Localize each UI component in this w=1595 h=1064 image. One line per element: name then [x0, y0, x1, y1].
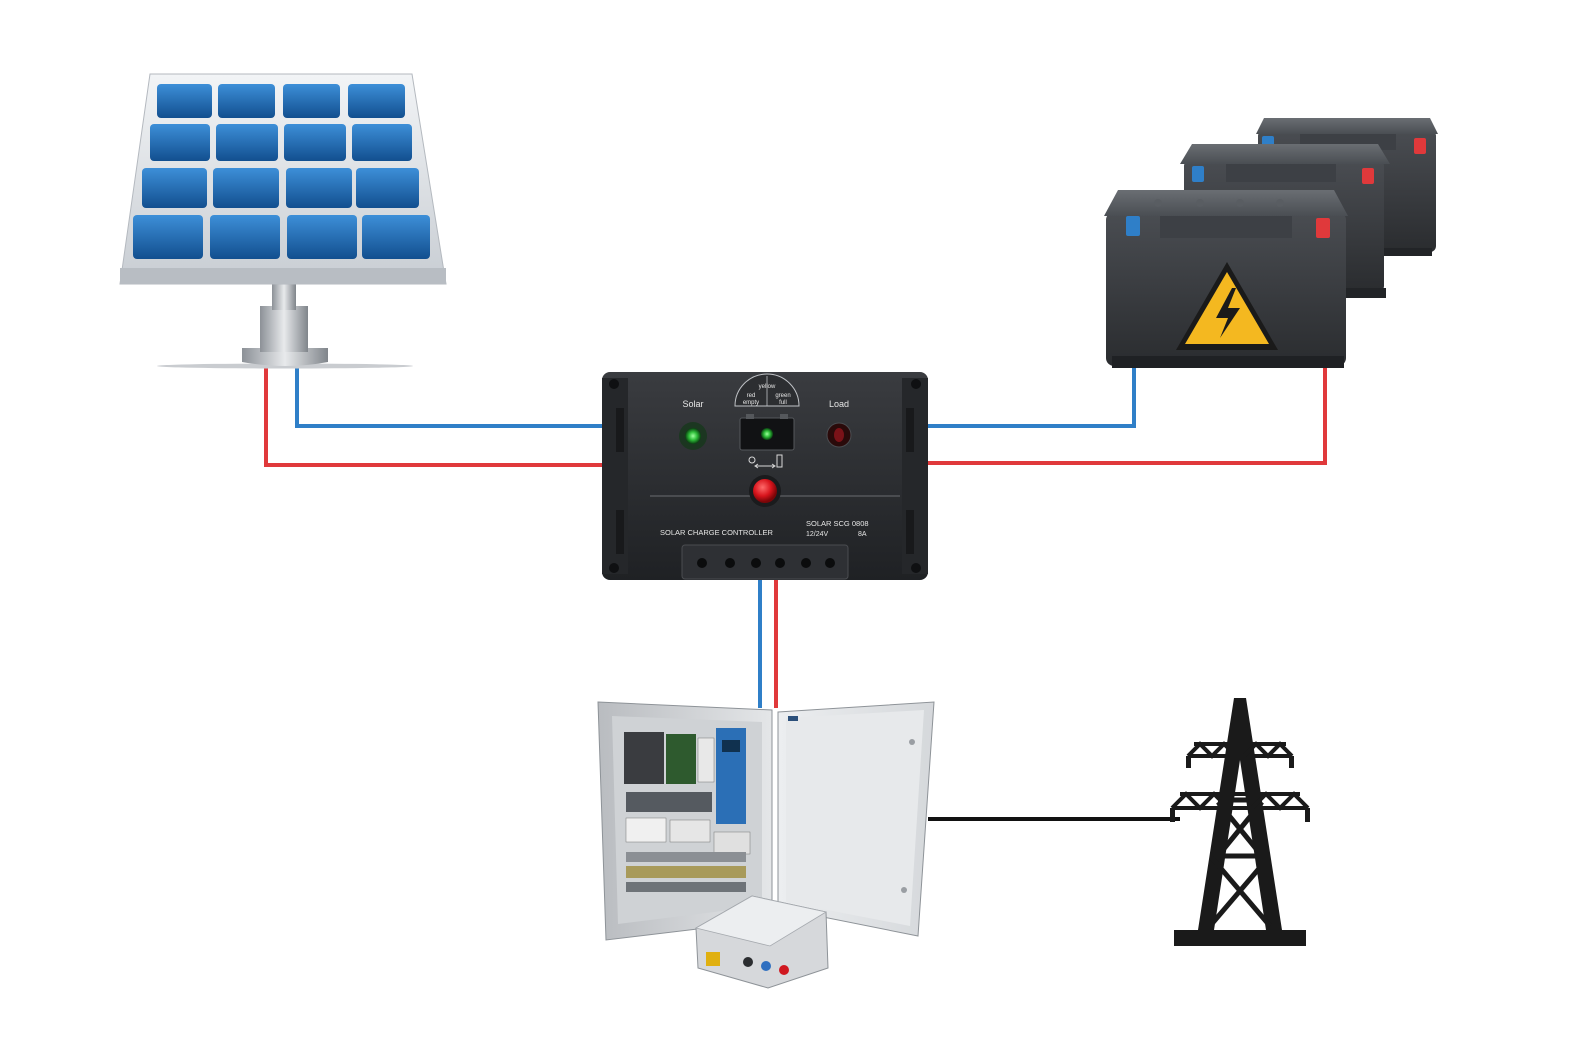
power-tower-icon: [1170, 698, 1310, 946]
controller-model: SOLAR SCG 0808: [806, 519, 869, 528]
controller-title: SOLAR CHARGE CONTROLLER: [660, 528, 774, 537]
charge-controller: Solar yellow red empty green full Load: [602, 372, 928, 580]
battery-bank: [1104, 118, 1438, 368]
gauge-empty-label: empty: [743, 400, 759, 406]
battery-icon: [1104, 190, 1348, 368]
controller-current: 8A: [858, 531, 867, 538]
load-led-icon: [827, 423, 851, 447]
gauge-red-label: red: [747, 393, 756, 399]
battery-status-window: [740, 414, 794, 450]
solar-led-icon: [679, 422, 707, 450]
load-label: Load: [829, 399, 849, 409]
battery-negative-wire: [925, 234, 1134, 426]
terminal-block: [682, 545, 848, 579]
control-cabinet-icon: [598, 702, 934, 988]
solar-positive-wire: [266, 368, 604, 465]
solar-panel-icon: [120, 74, 446, 369]
gauge-green-label: green: [775, 393, 790, 399]
solar-label: Solar: [682, 399, 703, 409]
gauge-yellow-label: yellow: [759, 384, 776, 390]
reset-button[interactable]: [749, 475, 781, 507]
solar-negative-wire: [297, 368, 604, 426]
controller-voltage: 12/24V: [806, 531, 829, 538]
gauge-full-label: full: [779, 400, 787, 406]
